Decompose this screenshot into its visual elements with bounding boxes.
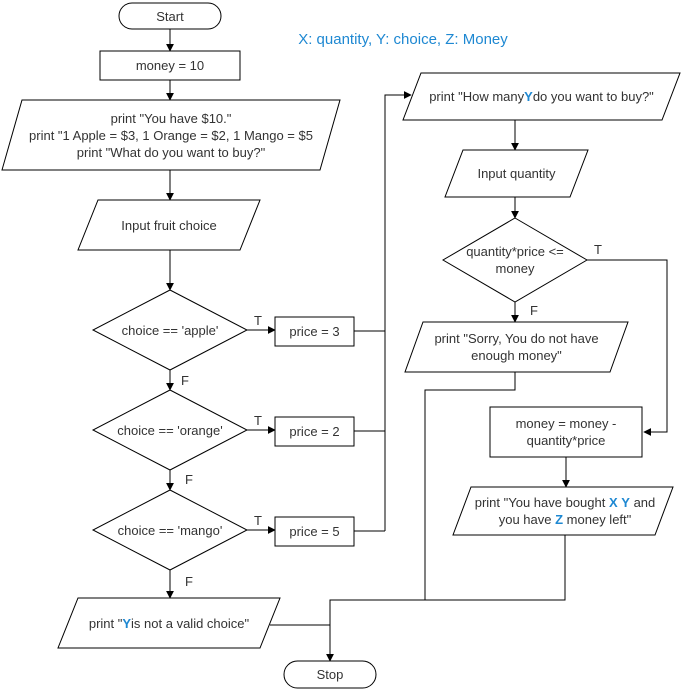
input-fruit-parallelogram xyxy=(77,199,261,251)
sorry-print-parallelogram xyxy=(404,321,629,373)
input-quantity-parallelogram xyxy=(444,149,589,198)
invalid-print-parallelogram xyxy=(57,597,281,649)
connector-spine-to-ask-quantity xyxy=(384,91,412,531)
connector-bought-print-to-stop xyxy=(326,535,566,662)
price-apple-box xyxy=(274,316,355,347)
ask-quantity-parallelogram xyxy=(402,72,681,121)
bought-print-parallelogram xyxy=(452,486,674,536)
check-mango-diamond xyxy=(91,489,249,571)
connector-sorry-print-to-merge xyxy=(424,372,516,600)
price-mango-box xyxy=(274,516,355,547)
check-apple-diamond xyxy=(91,289,249,371)
check-money-diamond xyxy=(442,217,588,303)
money-init-box xyxy=(99,50,241,81)
connector-check-money-true-to-update-money xyxy=(587,259,668,436)
price-orange-box xyxy=(274,416,355,447)
update-money-box xyxy=(489,406,643,458)
check-orange-diamond xyxy=(91,389,249,471)
stop-terminator xyxy=(283,660,377,689)
intro-print-parallelogram xyxy=(1,99,341,171)
start-terminator xyxy=(118,2,222,30)
variable-legend: X: quantity, Y: choice, Z: Money xyxy=(298,30,508,48)
